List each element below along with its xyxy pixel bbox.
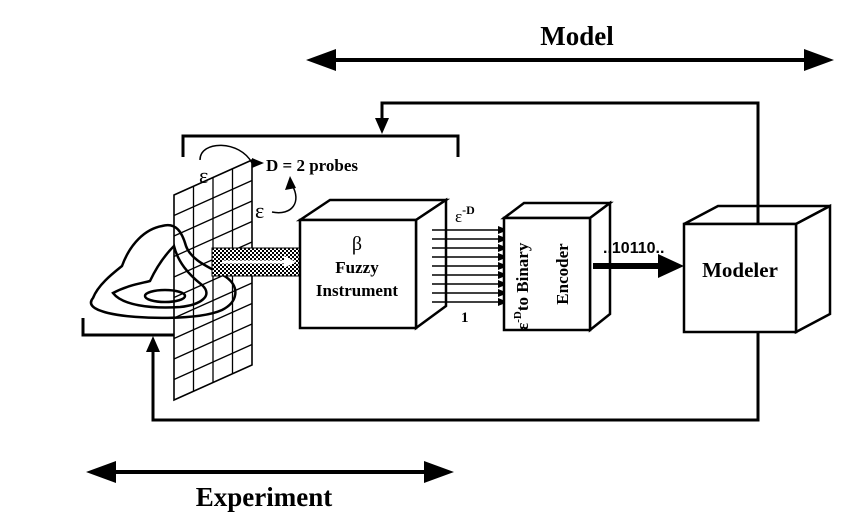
experiment-span-arrow [86,461,454,483]
channel-top-exponent: -D [462,203,475,217]
channel-top-epsilon: ε [455,207,462,226]
encoder-line2: Encoder [553,243,572,305]
encoder-to-binary: to Binary [513,242,532,311]
encoder-epsilon: ε [513,323,532,330]
epsilon-curve-arrow-upper [199,144,253,164]
instrument-line1: Fuzzy [335,258,379,277]
epsilon-arrowhead-upper [252,158,264,168]
epsilon-curve-arrow-lower [271,184,297,214]
feedback-loop-top [375,101,760,210]
instrument-bracket [181,134,460,157]
epsilon-symbol-upper: ε [199,163,208,188]
probes-label: D = 2 probes [266,156,358,175]
model-label: Model [540,21,614,51]
encoder-exponent: -D [512,311,524,323]
bitstream-label: ..10110.. [603,240,664,257]
channel-bottom-label: 1 [461,310,469,326]
feedback-loop-bottom [146,332,760,422]
model-span-arrow [306,49,834,71]
instrument-beta: β [352,233,362,255]
modeler-label: Modeler [702,258,778,282]
probe-grid [173,158,253,402]
probe-beam [211,247,301,277]
channel-top-label: ε-D [455,203,475,226]
epsilon-arrowhead-lower [285,176,296,190]
instrument-line2: Instrument [316,281,399,300]
fuzzy-instrument-box [295,197,451,331]
encoder-line1: ε-Dto Binary [512,242,532,330]
bitstream-arrow [593,254,684,278]
experiment-label: Experiment [196,482,332,512]
epsilon-symbol-lower: ε [255,198,264,223]
channel-arrows [432,226,508,306]
